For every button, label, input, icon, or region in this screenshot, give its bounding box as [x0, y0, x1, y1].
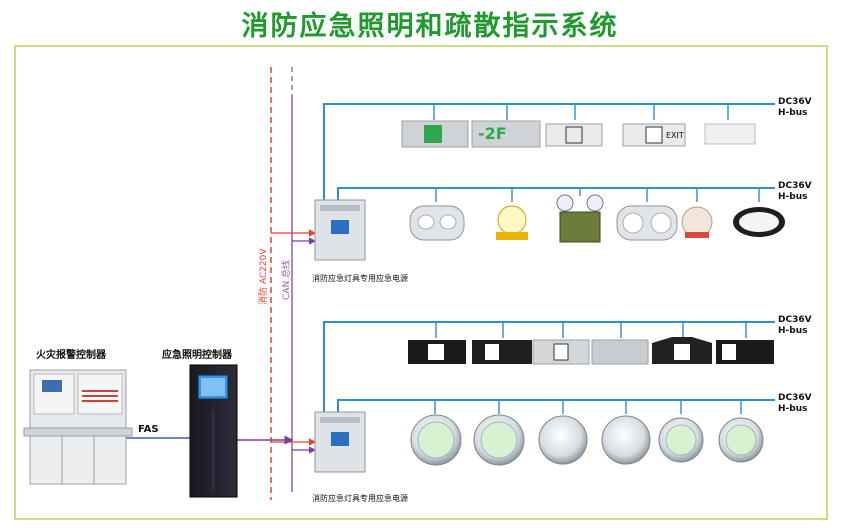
floor-indicator-row-4	[410, 414, 764, 466]
emergency-lighting-controller	[189, 364, 238, 498]
power-supply-lower	[314, 411, 366, 473]
bus-voltage: DC36V	[778, 315, 812, 325]
floor-sign-text: -2F	[478, 124, 507, 143]
fire-alarm-controller	[23, 369, 133, 485]
diagram-frame	[14, 45, 828, 520]
power-supply-upper-label: 消防应急灯具专用应急电源	[312, 274, 408, 283]
bus-type: H-bus	[778, 326, 808, 336]
emergency-lighting-controller-label: 应急照明控制器	[162, 350, 232, 361]
bus-voltage: DC36V	[778, 181, 812, 191]
exit-sign-row-3	[408, 337, 774, 365]
exit-sign-row-1	[401, 120, 756, 148]
bus-type: H-bus	[778, 108, 808, 118]
power-supply-upper	[314, 199, 366, 261]
emergency-luminaires-row-2	[409, 194, 785, 243]
exit-sign-text: EXIT	[666, 131, 684, 140]
bus-voltage: DC36V	[778, 97, 812, 107]
bus-type: H-bus	[778, 404, 808, 414]
can-bus-label: CAN 总线	[282, 259, 292, 300]
bus-type: H-bus	[778, 192, 808, 202]
bus-voltage: DC36V	[778, 393, 812, 403]
ac220v-label: 消防 AC220V	[259, 248, 269, 305]
fire-alarm-controller-label: 火灾报警控制器	[36, 350, 106, 361]
diagram-title: 消防应急照明和疏散指示系统	[241, 11, 619, 42]
power-supply-lower-label: 消防应急灯具专用应急电源	[312, 494, 408, 503]
bus-lines	[323, 103, 775, 414]
fas-label: FAS	[138, 424, 159, 435]
